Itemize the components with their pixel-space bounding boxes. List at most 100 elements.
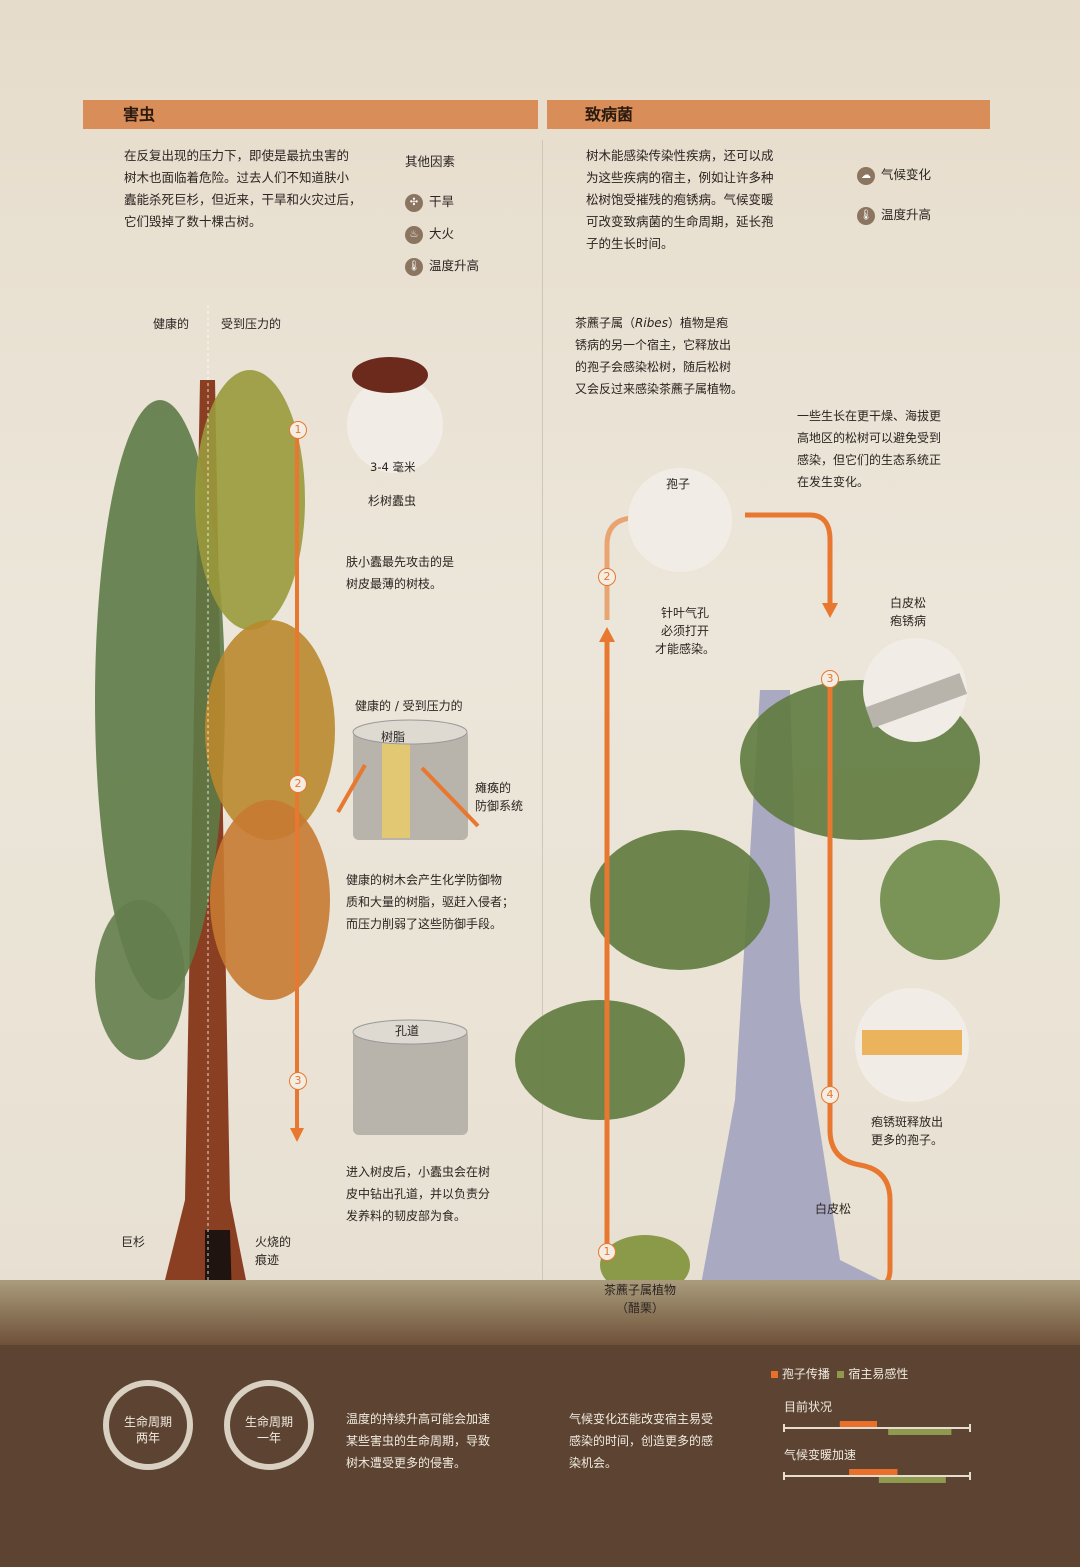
- center-divider: [542, 140, 543, 1495]
- ribes-plant-label: 茶藨子属植物 （醋栗）: [604, 1281, 676, 1317]
- intro-line: 可改变致病菌的生命周期，延长孢: [586, 214, 774, 229]
- life-cycle-two-year: 生命周期两年: [103, 1380, 193, 1470]
- text-line: 感染的时间，创造更多的感: [569, 1434, 714, 1448]
- text-line: 火烧的: [255, 1235, 292, 1249]
- resin-label: 树脂: [381, 730, 406, 744]
- factors-title: 其他因素: [405, 154, 456, 169]
- pine-label: 白皮松: [815, 1202, 852, 1216]
- pathogens-intro: 树木能感染传染性疾病，还可以成 为这些疾病的宿主，例如让许多种 松树饱受摧残的疱…: [586, 145, 774, 255]
- step-4-marker: 4: [821, 1086, 839, 1104]
- weak-defense-label: 瘫痪的防御系统: [475, 779, 523, 815]
- factor-label: 大火: [429, 226, 455, 241]
- text-line: 而压力削弱了这些防御手段。: [346, 917, 503, 931]
- factor-climate: ☁ 气候变化: [857, 155, 931, 195]
- spore-bar: [839, 1421, 877, 1427]
- spore-bar: [849, 1469, 898, 1475]
- rust-label: 白皮松疱锈病: [890, 594, 926, 630]
- factor-label: 气候变化: [881, 167, 932, 182]
- intro-line: 树木能感染传染性疾病，还可以成: [586, 148, 774, 163]
- climate-change-icon: ☁: [857, 166, 875, 185]
- step-2-marker: 2: [598, 568, 616, 586]
- timeline-warming-label: 气候变暖加速: [784, 1448, 857, 1462]
- legend-swatch-spore: [771, 1371, 778, 1378]
- drought-icon: ✣: [405, 193, 423, 212]
- spore-label: 孢子: [666, 477, 691, 491]
- text-line: 染机会。: [569, 1456, 618, 1470]
- text-line: 防御系统: [475, 799, 524, 813]
- text-line: 一年: [256, 1431, 281, 1445]
- text-line: 质和大量的树脂，驱赶入侵者；: [346, 895, 515, 909]
- text-line: 锈病的另一个宿主，它释放出: [575, 338, 732, 352]
- text-line: 瘫痪的: [475, 781, 512, 795]
- factor-temperature: 🌡温度升高: [857, 195, 931, 235]
- text-line: （醋栗）: [616, 1301, 665, 1315]
- healthy-label: 健康的: [153, 317, 190, 331]
- text-line: 树木遭受更多的侵害。: [346, 1456, 467, 1470]
- text-line: 高地区的松树可以避免受到: [797, 431, 942, 445]
- text-line: 生命周期: [123, 1415, 172, 1429]
- text-line: 更多的孢子。: [871, 1133, 944, 1147]
- pathogens-header: 致病菌: [547, 100, 990, 129]
- factor-fire: ♨ 大火: [405, 218, 479, 250]
- text-line: 树皮最薄的树枝。: [346, 577, 443, 591]
- text-part: 茶藨子属（: [575, 316, 636, 330]
- text-line: 气候变化还能改变宿主易受: [569, 1412, 714, 1426]
- step-2-marker: 2: [289, 775, 307, 793]
- step2-text: 健康的树木会产生化学防御物质和大量的树脂，驱赶入侵者； 而压力削弱了这些防御手段。: [346, 869, 514, 935]
- sequoia-label: 巨杉: [121, 1235, 146, 1249]
- legend-swatch-host: [837, 1371, 845, 1378]
- fire-icon: ♨: [405, 225, 423, 244]
- text-line: 又会反过来感染茶藨子属植物。: [575, 382, 744, 396]
- text-line: 疱锈病: [890, 614, 927, 628]
- beetle-name: 杉树蠹虫: [368, 494, 417, 508]
- pathogen-factors: ☁ 气候变化 🌡温度升高: [857, 155, 931, 235]
- pests-bottom-text: 温度的持续升高可能会加速某些害虫的生命周期，导致树木遭受更多的侵害。: [346, 1408, 490, 1474]
- step1-text: 肤小蠹最先攻击的是树皮最薄的树枝。: [346, 551, 454, 595]
- life-cycle-one-year: 生命周期一年: [224, 1380, 314, 1470]
- altitude-text: 一些生长在更干燥、海拔更高地区的松树可以避免受到感染，但它们的生态系统正在发生变…: [797, 405, 941, 493]
- legend: 孢子传播 宿主易感性: [771, 1365, 908, 1383]
- text-line: 的孢子会感染松树，随后松树: [575, 360, 732, 374]
- ribes-text: 茶藨子属（Ribes）植物是疱 锈病的另一个宿主，它释放出 的孢子会感染松树，随…: [575, 312, 743, 400]
- legend-label: 宿主易感性: [848, 1367, 909, 1381]
- text-line: 某些害虫的生命周期，导致: [346, 1434, 491, 1448]
- stomata-text: 针叶气孔必须打开才能感染。: [655, 604, 715, 658]
- factor-label: 温度升高: [881, 207, 932, 222]
- intro-line: 松树饱受摧残的疱锈病。气候变暖: [586, 192, 774, 207]
- text-line: 温度的持续升高可能会加速: [346, 1412, 491, 1426]
- text-line: 进入树皮后，小蠹虫会在树: [346, 1165, 491, 1179]
- step-1-marker: 1: [289, 421, 307, 439]
- text-line: 必须打开: [661, 624, 710, 638]
- text-line: 肤小蠹最先攻击的是: [346, 555, 455, 569]
- step-1-marker: 1: [598, 1243, 616, 1261]
- factor-drought: ✣ 干旱: [405, 186, 479, 218]
- text-line: 健康的树木会产生化学防御物: [346, 873, 503, 887]
- factor-label: 干旱: [429, 194, 455, 209]
- intro-line: 它们毁掉了数十棵古树。: [124, 214, 262, 229]
- tunnel-label: 孔道: [395, 1024, 420, 1038]
- fire-scar-label: 火烧的痕迹: [255, 1233, 291, 1269]
- intro-line: 蠹能杀死巨杉，但近来，干旱和火灾过后，: [124, 192, 362, 207]
- text-line: 两年: [135, 1431, 160, 1445]
- text-part: ）植物是疱: [667, 316, 728, 330]
- intro-line: 子的生长时间。: [586, 236, 674, 251]
- step-3-marker: 3: [821, 670, 839, 688]
- stressed-label: 受到压力的: [221, 317, 282, 331]
- text-line: 发养料的韧皮部为食。: [346, 1209, 467, 1223]
- step-3-marker: 3: [289, 1072, 307, 1090]
- pests-intro: 在反复出现的压力下，即使是最抗虫害的 树木也面临着危险。过去人们不知道肤小 蠹能…: [124, 145, 362, 233]
- intro-line: 为这些疾病的宿主，例如让许多种: [586, 170, 774, 185]
- timeline-current-label: 目前状况: [784, 1400, 833, 1414]
- text-line: 皮中钻出孔道，并以负责分: [346, 1187, 491, 1201]
- sequoia-tree: [95, 370, 335, 1300]
- text-line: 茶藨子属（Ribes）植物是疱: [575, 312, 743, 334]
- text-line: 痕迹: [255, 1253, 280, 1267]
- host-bar: [878, 1477, 946, 1483]
- text-line: 针叶气孔: [661, 606, 710, 620]
- host-bar: [888, 1429, 952, 1435]
- thermometer-icon: 🌡: [405, 257, 423, 276]
- text-line: 一些生长在更干燥、海拔更: [797, 409, 942, 423]
- text-line: 茶藨子属植物: [604, 1283, 677, 1297]
